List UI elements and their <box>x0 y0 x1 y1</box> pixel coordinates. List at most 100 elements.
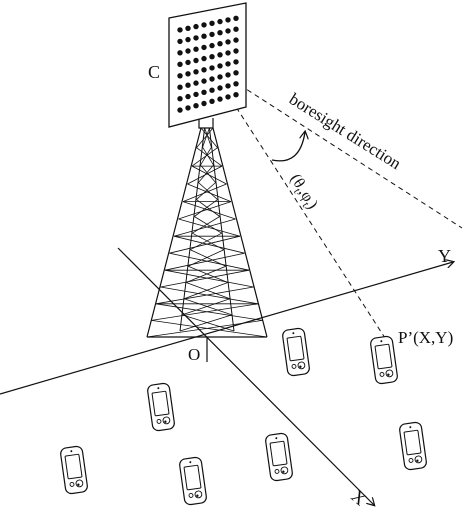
antenna-element <box>185 48 191 54</box>
tower-brace <box>181 314 235 332</box>
panel-mount <box>198 118 214 129</box>
tower-brace <box>186 282 231 300</box>
antenna-element <box>185 36 191 43</box>
antenna-element <box>193 69 199 75</box>
antenna-element <box>217 74 223 80</box>
tower-brace <box>200 164 216 183</box>
tower-brace <box>196 182 216 200</box>
antenna-element <box>193 35 199 41</box>
tower-brace <box>173 235 245 254</box>
tower-brace <box>202 146 214 166</box>
mobile-phone-icon <box>264 432 294 482</box>
antenna-element <box>209 31 215 38</box>
tower-brace <box>196 199 220 217</box>
tower-brace <box>192 232 224 251</box>
antenna-element <box>201 55 207 62</box>
angle-arc <box>271 132 305 162</box>
antenna-element <box>193 23 199 30</box>
coordinate-axes <box>0 247 453 505</box>
antenna-element <box>233 37 239 43</box>
origin-label: O <box>188 345 200 364</box>
antenna-element <box>201 78 207 84</box>
antenna-element <box>217 52 223 58</box>
lattice-tower <box>146 127 268 338</box>
tower-brace <box>187 183 232 202</box>
tower-brace <box>151 303 259 321</box>
mobile-phone-icon <box>178 456 208 506</box>
tower-brace <box>200 146 212 166</box>
tower-brace <box>164 269 254 288</box>
mobile-phone-icon <box>146 382 176 432</box>
antenna-element <box>201 67 207 73</box>
tower-brace <box>183 298 233 316</box>
antenna-element <box>217 85 223 91</box>
antenna-element <box>201 100 207 107</box>
tower-brace <box>151 320 268 338</box>
antenna-element <box>225 17 231 23</box>
tower-brace <box>194 216 222 234</box>
mobile-phone-icon <box>369 335 399 385</box>
antenna-element <box>185 25 191 31</box>
mobile-phone-icon <box>281 327 311 377</box>
antenna-element <box>177 27 183 33</box>
tower-brace <box>204 127 212 148</box>
antenna-element <box>209 87 215 93</box>
antenna-element <box>217 30 223 36</box>
antenna-panel <box>168 2 247 129</box>
tower-brace <box>198 182 218 200</box>
point-label: P’(X,Y) <box>398 328 453 347</box>
tower-brace <box>182 183 227 202</box>
tower-brace <box>173 218 236 237</box>
antenna-element <box>233 70 239 76</box>
tower-leg <box>208 127 235 332</box>
antenna-element <box>225 50 231 56</box>
antenna-element <box>217 18 223 25</box>
antenna-element <box>177 38 183 45</box>
antenna-element <box>193 91 199 98</box>
antenna-element <box>217 41 223 47</box>
antenna-element <box>233 26 239 32</box>
tower-brace <box>160 269 250 288</box>
antenna-element <box>193 46 199 52</box>
antenna-element <box>225 39 231 45</box>
mobile-phone-icon <box>398 421 428 471</box>
antenna-element <box>177 107 183 113</box>
antenna-element <box>185 71 191 77</box>
tower-brace <box>178 201 232 220</box>
tower-brace <box>178 218 241 237</box>
tower-brace <box>200 127 218 148</box>
antenna-element <box>209 54 215 60</box>
antenna-element <box>193 57 199 64</box>
tower-brace <box>182 201 236 220</box>
tower-brace <box>191 147 218 167</box>
antenna-element <box>225 61 231 67</box>
antenna-element <box>209 42 215 49</box>
tower-brace <box>194 199 218 217</box>
tower-leg <box>179 127 206 332</box>
antenna-element <box>233 81 239 87</box>
antenna-element <box>209 76 215 82</box>
mobile-devices <box>59 327 428 506</box>
tower-brace <box>186 265 226 283</box>
tower-brace <box>181 298 231 316</box>
antenna-element <box>233 92 239 98</box>
antenna-element <box>225 28 231 34</box>
antenna-element <box>177 96 183 102</box>
antenna-element <box>225 72 231 78</box>
tower-brace <box>164 252 245 271</box>
tower-brace <box>169 235 241 254</box>
tower-brace <box>188 249 224 267</box>
boresight-label: boresight direction <box>286 89 405 173</box>
tower-leg <box>146 127 202 338</box>
antenna-element <box>225 94 231 100</box>
x-axis-label: X <box>347 486 370 510</box>
tower-brace <box>202 127 210 148</box>
antenna-element <box>201 44 207 51</box>
antenna-element <box>185 93 191 100</box>
tower-brace <box>188 265 228 283</box>
antenna-element <box>193 80 199 86</box>
tower-brace <box>179 314 233 332</box>
antenna-element <box>193 103 199 109</box>
